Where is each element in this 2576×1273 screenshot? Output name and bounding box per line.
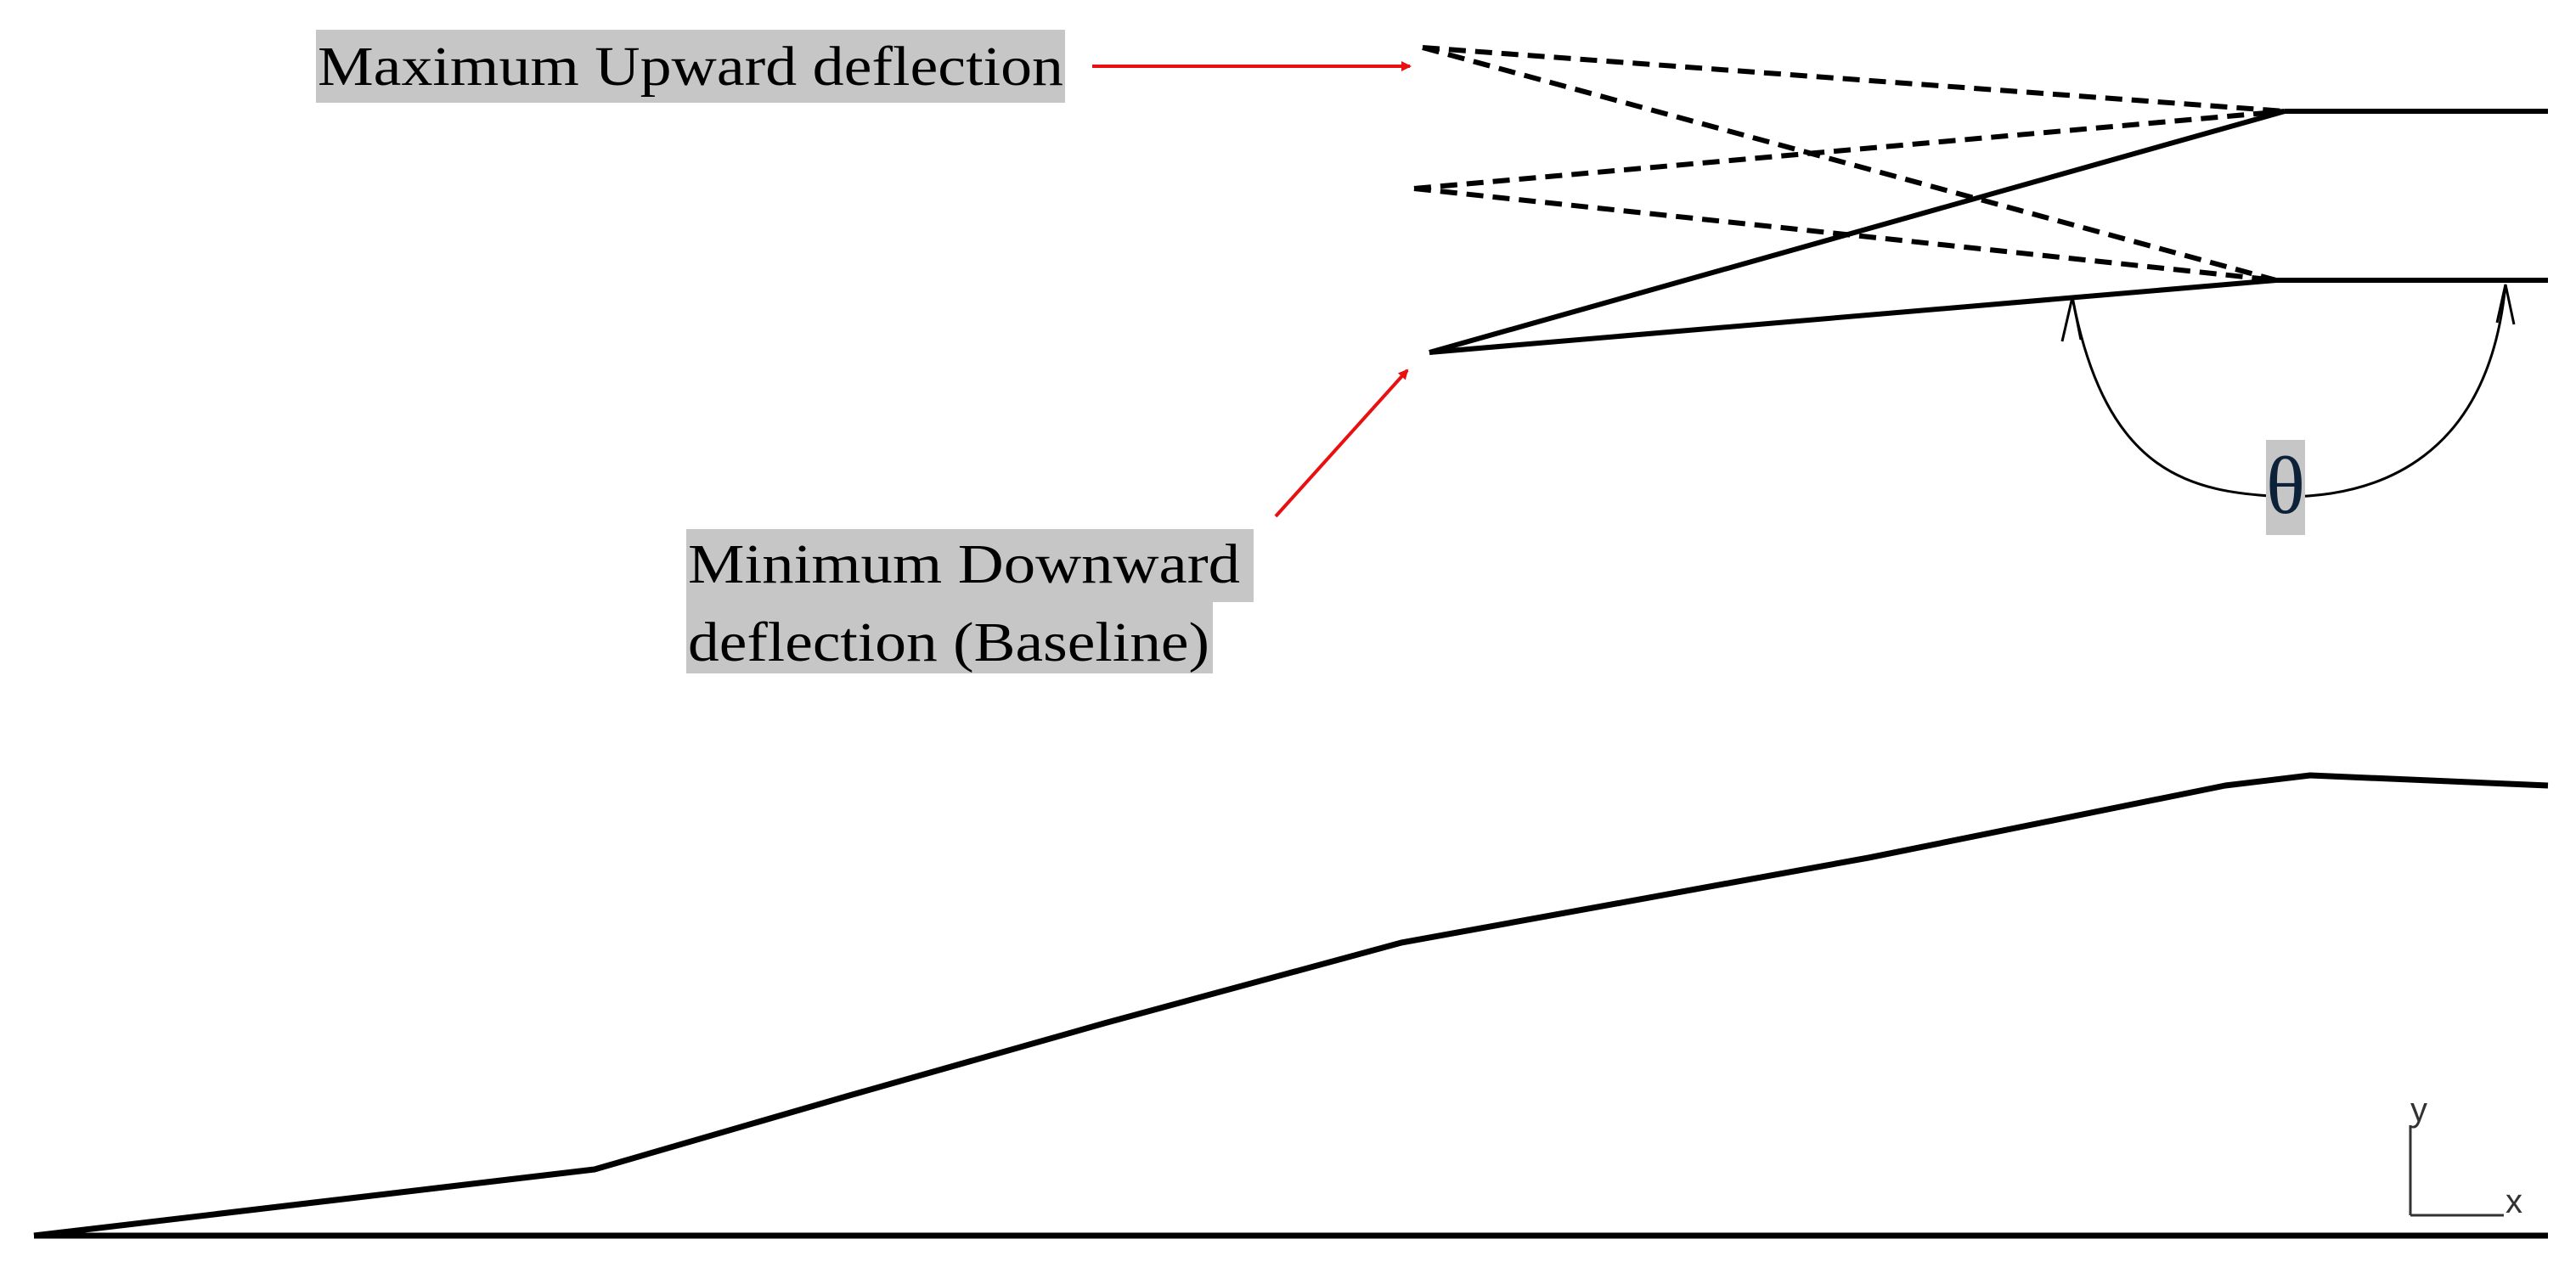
- max-flap-upper-edge: [1422, 45, 2286, 114]
- intermediate-flap-lower-edge: [1413, 186, 2277, 283]
- min-downward-arrow: [1274, 369, 1409, 518]
- min-downward-label-background-line1: [686, 529, 1254, 602]
- intermediate-flap-upper-edge: [1413, 109, 2286, 191]
- max-upward-label-background: [316, 30, 1065, 103]
- max-upward-label: Maximum Upward deflection: [318, 36, 1063, 98]
- angle-arc-arrowhead-left: [2060, 296, 2083, 342]
- y-axis-label: y: [2410, 1091, 2427, 1129]
- min-downward-label-background-line2: [686, 602, 1213, 673]
- angle-arc-arrowhead-right: [2495, 284, 2516, 325]
- theta-label: θ: [2266, 440, 2305, 531]
- theta-label-background: [2266, 440, 2305, 535]
- baseline-flap-upper-edge: [1429, 109, 2286, 355]
- surface-profile: [33, 772, 2549, 1239]
- x-axis-label: x: [2506, 1183, 2522, 1220]
- max-flap-lower-edge: [1422, 45, 2277, 283]
- baseline-flap-lower-edge: [1429, 278, 2277, 355]
- min-downward-label-line2: deflection (Baseline): [688, 611, 1209, 673]
- min-downward-label-line1: Minimum Downward: [688, 533, 1240, 595]
